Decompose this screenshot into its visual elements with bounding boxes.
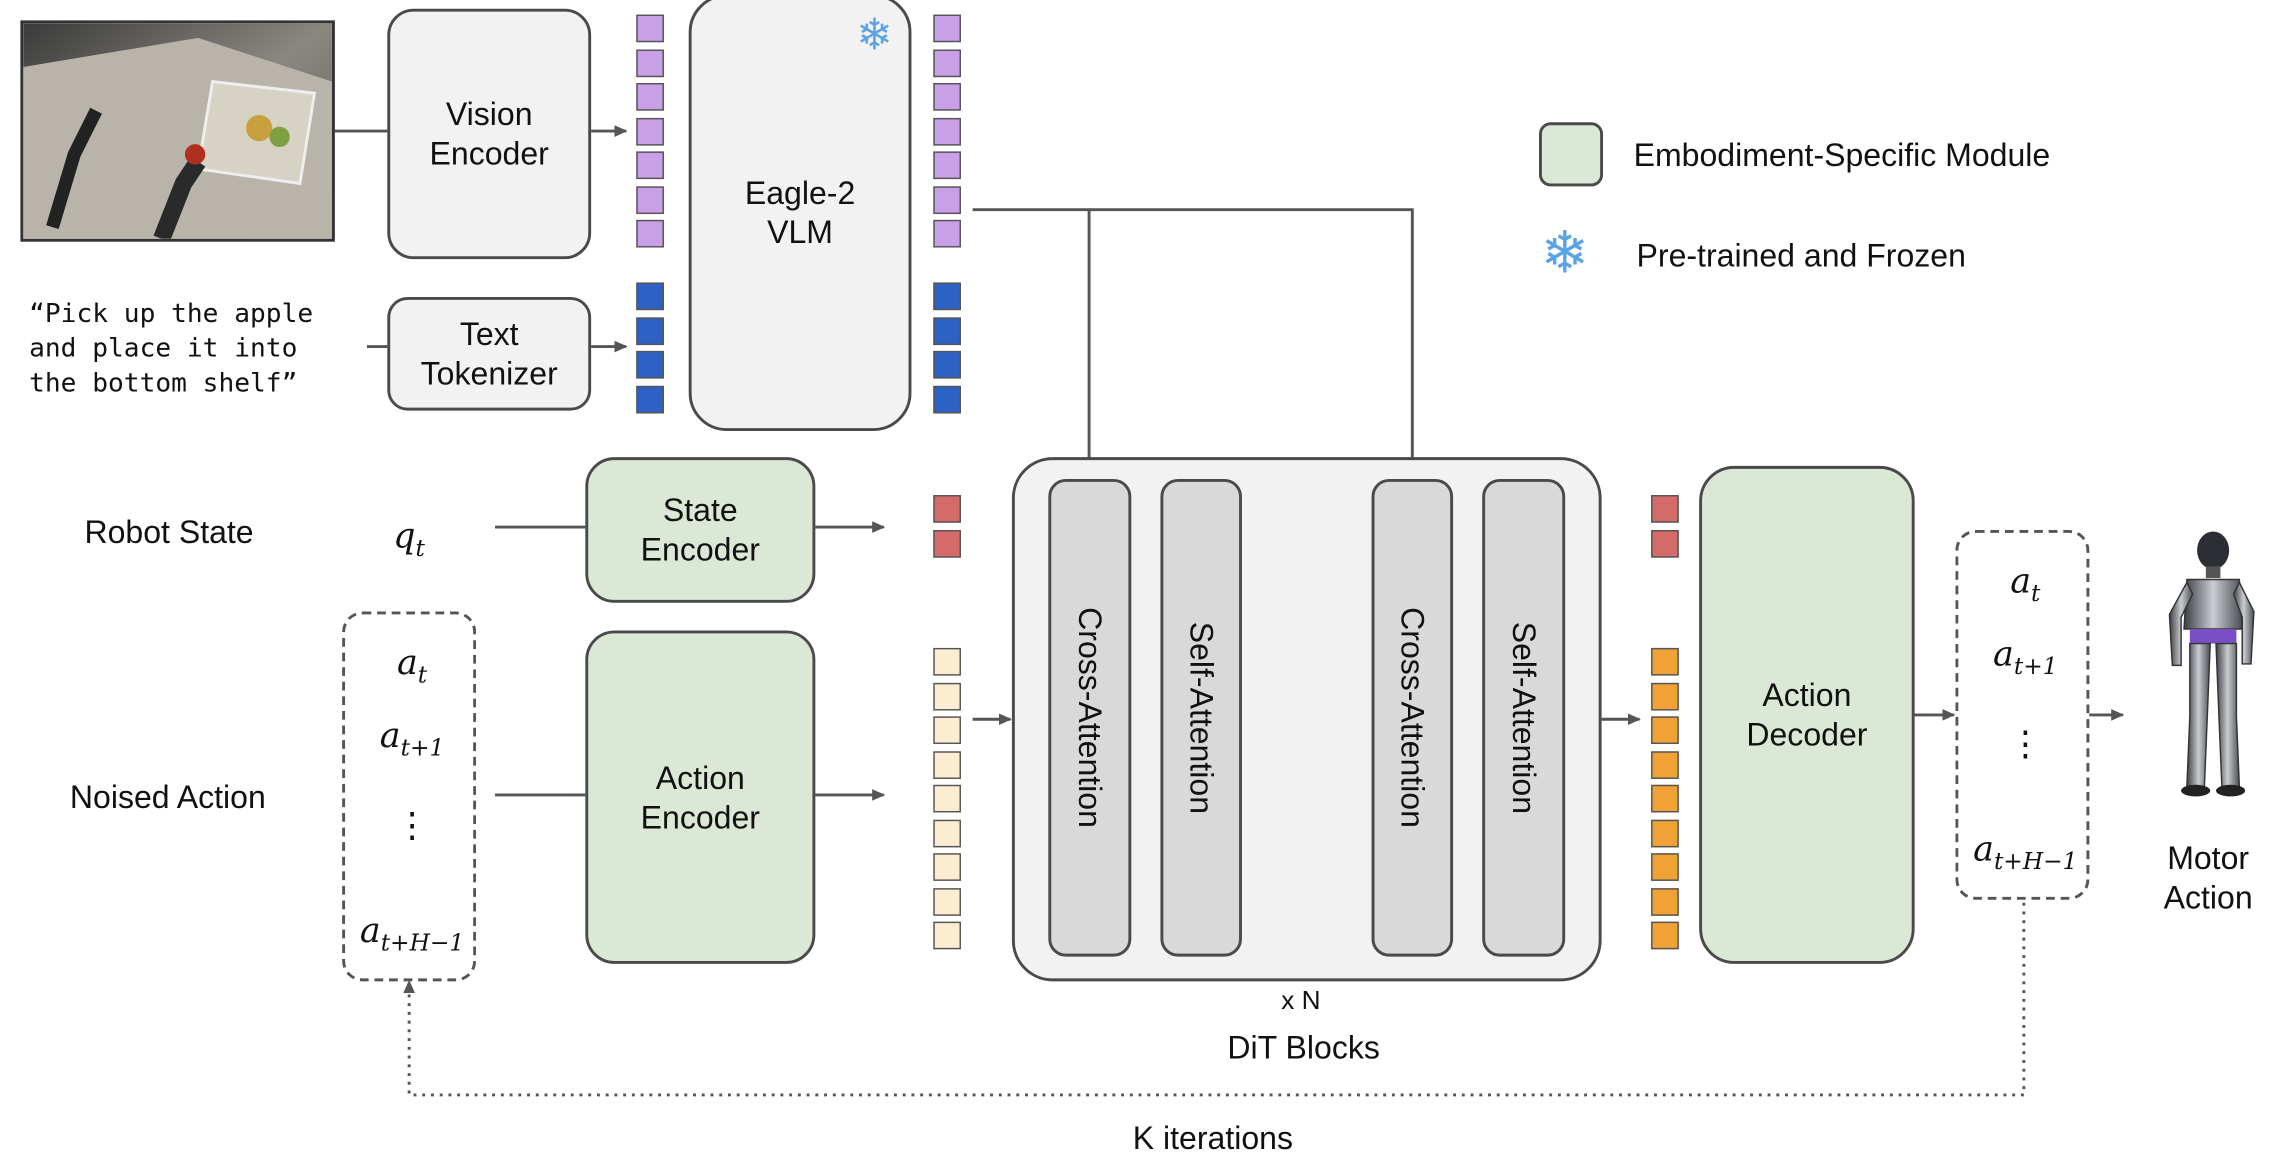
action-encoder: Action Encoder bbox=[585, 630, 816, 964]
noise-token bbox=[933, 647, 961, 676]
noised-action-sequence: at at+1 ⋮ at+H−1 bbox=[342, 611, 477, 982]
instruction-text: “Pick up the apple and place it into the… bbox=[29, 298, 314, 399]
text-token bbox=[933, 316, 961, 345]
vision-encoder: Vision Encoder bbox=[387, 8, 592, 260]
vision-token bbox=[636, 219, 664, 248]
action-token bbox=[1651, 647, 1679, 676]
action-token bbox=[1651, 784, 1679, 813]
noise-token bbox=[933, 853, 961, 881]
eagle-vlm: Eagle-2 VLM bbox=[688, 0, 912, 431]
noise-token bbox=[933, 887, 961, 916]
state-encoder: State Encoder bbox=[585, 457, 816, 603]
legend-embodiment-swatch bbox=[1538, 122, 1604, 187]
vision-token bbox=[933, 185, 961, 214]
text-tokenizer-label: Text Tokenizer bbox=[420, 315, 558, 392]
noised-action-a-t1: at+1 bbox=[379, 714, 445, 762]
self-attention-block-1: Self-Attention bbox=[1160, 479, 1242, 957]
text-token bbox=[933, 282, 961, 311]
text-token bbox=[933, 385, 961, 413]
self-attention-1-label: Self-Attention bbox=[1183, 621, 1220, 814]
dit-blocks-label: DiT Blocks bbox=[1227, 1029, 1380, 1066]
action-token bbox=[1651, 853, 1679, 881]
vision-token bbox=[636, 14, 664, 43]
self-attention-block-2: Self-Attention bbox=[1482, 479, 1566, 957]
vision-token bbox=[636, 151, 664, 180]
self-attention-2-label: Self-Attention bbox=[1505, 621, 1542, 814]
output-action-sequence: at at+1 ⋮ at+H−1 bbox=[1955, 529, 2090, 900]
legend-frozen-label: Pre-trained and Frozen bbox=[1636, 237, 1966, 274]
robot-state-label: Robot State bbox=[84, 513, 254, 551]
cross-attention-block-2: Cross-Attention bbox=[1371, 479, 1454, 957]
noise-token bbox=[933, 750, 961, 779]
action-token bbox=[1651, 716, 1679, 745]
noise-token bbox=[933, 921, 961, 950]
text-token bbox=[933, 350, 961, 379]
noise-token bbox=[933, 716, 961, 745]
action-decoder-label: Action Decoder bbox=[1746, 677, 1868, 753]
text-token bbox=[636, 385, 664, 413]
vision-token bbox=[933, 151, 961, 180]
noised-action-a-t: at bbox=[396, 642, 428, 689]
action-token bbox=[1651, 750, 1679, 779]
humanoid-robot-image bbox=[2168, 531, 2255, 797]
noised-action-ellipsis: ⋮ bbox=[394, 805, 430, 846]
camera-observation-image bbox=[20, 20, 335, 242]
legend-snowflake-icon: ❄ bbox=[1540, 221, 1590, 286]
vision-token bbox=[933, 117, 961, 145]
output-action-a-tH: at+H−1 bbox=[1973, 828, 2078, 875]
vision-token bbox=[636, 48, 664, 77]
text-token bbox=[636, 316, 664, 345]
state-token bbox=[1651, 495, 1679, 523]
vision-encoder-label: Vision Encoder bbox=[429, 96, 549, 172]
noised-action-label: Noised Action bbox=[69, 778, 266, 816]
action-token bbox=[1651, 819, 1679, 847]
noise-token bbox=[933, 682, 961, 710]
action-token bbox=[1651, 887, 1679, 916]
vision-token bbox=[636, 82, 664, 111]
text-token bbox=[636, 282, 664, 311]
noise-token bbox=[933, 819, 961, 847]
text-tokenizer: Text Tokenizer bbox=[387, 297, 592, 411]
arrow-vlm-to-cross-attention-2 bbox=[1089, 208, 1419, 482]
robot-state-symbol: qt bbox=[393, 515, 425, 562]
arrow-vlm-to-cross-attention-1 bbox=[972, 208, 1095, 482]
cross-attention-block-1: Cross-Attention bbox=[1048, 479, 1132, 957]
legend-embodiment-label: Embodiment-Specific Module bbox=[1633, 136, 2051, 174]
frozen-snowflake-icon: ❄ bbox=[856, 11, 893, 60]
dit-repeat-label: x N bbox=[1281, 985, 1321, 1015]
vision-token bbox=[933, 48, 961, 77]
vision-token bbox=[636, 117, 664, 145]
vision-token bbox=[636, 185, 664, 214]
action-token bbox=[1651, 921, 1679, 950]
output-action-ellipsis: ⋮ bbox=[2007, 723, 2043, 765]
action-encoder-label: Action Encoder bbox=[640, 759, 760, 836]
state-token bbox=[1651, 529, 1679, 557]
eagle-vlm-label: Eagle-2 VLM bbox=[744, 174, 856, 251]
action-token bbox=[1651, 682, 1679, 710]
noise-token bbox=[933, 784, 961, 813]
motor-action-label: Motor Action bbox=[2163, 840, 2253, 916]
output-action-a-t1: at+1 bbox=[1993, 633, 2058, 680]
text-token bbox=[636, 350, 664, 379]
state-encoder-label: State Encoder bbox=[640, 492, 760, 568]
noised-action-a-tH: at+H−1 bbox=[359, 910, 465, 957]
cross-attention-2-label: Cross-Attention bbox=[1394, 607, 1431, 829]
vision-token bbox=[933, 82, 961, 111]
vision-token bbox=[933, 219, 961, 248]
action-decoder: Action Decoder bbox=[1699, 465, 1915, 964]
cross-attention-1-label: Cross-Attention bbox=[1071, 607, 1109, 829]
k-iterations-label: K iterations bbox=[1132, 1119, 1294, 1157]
state-token bbox=[933, 495, 961, 523]
vision-token bbox=[933, 14, 961, 43]
output-action-a-t: at bbox=[2010, 560, 2041, 607]
state-token bbox=[933, 529, 961, 557]
